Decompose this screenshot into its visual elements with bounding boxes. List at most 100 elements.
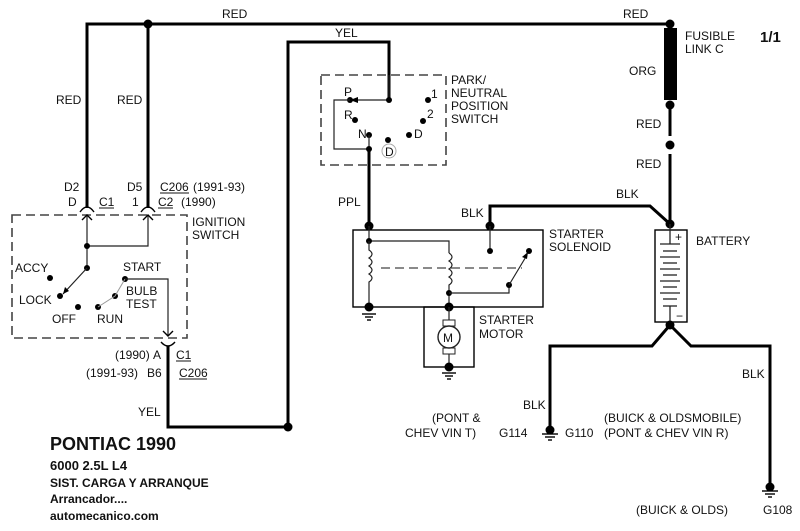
wire-label-red: RED bbox=[117, 93, 143, 107]
position-label: RUN bbox=[97, 312, 123, 326]
battery-minus-label: − bbox=[676, 309, 683, 323]
starter-motor-label: MOTOR bbox=[479, 327, 524, 341]
position-label: D bbox=[414, 127, 423, 141]
wire-label-yel: YEL bbox=[138, 405, 161, 419]
red-bus-wire bbox=[85, 19, 675, 208]
position-label: OFF bbox=[52, 312, 76, 326]
wire-label-red: RED bbox=[222, 7, 248, 21]
starter-solenoid-label: SOLENOID bbox=[549, 240, 611, 254]
blk-ground-wire-g108 bbox=[668, 323, 772, 484]
position-label: TEST bbox=[126, 297, 157, 311]
hold-in-coil bbox=[447, 252, 453, 307]
junction-dot bbox=[386, 97, 392, 103]
pin-label: D5 bbox=[127, 180, 143, 194]
ground-label: G114 bbox=[499, 426, 528, 440]
circled-d-marker bbox=[381, 143, 397, 159]
ground-g110 bbox=[542, 425, 558, 441]
splice-dot bbox=[143, 19, 153, 29]
subsystem-label: Arrancador.... bbox=[50, 492, 127, 506]
years-label: (1991-93) bbox=[193, 180, 245, 194]
ground-label: G108 bbox=[763, 503, 793, 517]
pin-label: 1 bbox=[132, 195, 139, 209]
source-label: automecanico.com bbox=[50, 509, 159, 523]
position-label: P bbox=[344, 85, 352, 99]
connector-dot bbox=[665, 140, 675, 150]
fusible-link-label: FUSIBLE bbox=[685, 29, 735, 43]
junction-dot bbox=[84, 243, 90, 249]
years-label: (1990) bbox=[115, 348, 150, 362]
wire-label-blk: BLK bbox=[742, 367, 765, 381]
fusible-link-label: LINK C bbox=[685, 42, 724, 56]
position-label: LOCK bbox=[19, 293, 52, 307]
connector-label: C2 bbox=[158, 195, 174, 209]
pull-in-coil bbox=[367, 241, 373, 307]
connector-c1-top bbox=[79, 206, 95, 221]
years-label: (1990) bbox=[181, 195, 216, 209]
ignition-switch-label: IGNITION bbox=[192, 215, 245, 229]
ground-label: G110 bbox=[565, 426, 594, 440]
ground-note: CHEV VIN T) bbox=[405, 426, 476, 440]
position-label: D bbox=[385, 145, 394, 159]
position-1-dot bbox=[425, 97, 431, 103]
page-number: 1/1 bbox=[760, 29, 781, 46]
wire-label-red: RED bbox=[56, 93, 82, 107]
blk-ground-wire-g110 bbox=[548, 324, 672, 428]
connector-label: C1 bbox=[99, 195, 115, 209]
position-label: START bbox=[123, 260, 162, 274]
diagram-title: PONTIAC 1990 bbox=[50, 434, 176, 454]
position-label: 1 bbox=[431, 87, 438, 101]
position-accy-dot bbox=[47, 275, 53, 281]
position-label: ACCY bbox=[15, 261, 48, 275]
wire-label-yel: YEL bbox=[335, 26, 358, 40]
ground-symbol bbox=[442, 372, 456, 380]
solenoid-contact-dot bbox=[487, 248, 493, 254]
position-r-dot bbox=[352, 117, 358, 123]
battery-plus-label: + bbox=[675, 230, 682, 244]
pin-label: D2 bbox=[64, 180, 80, 194]
connector-label: C1 bbox=[176, 348, 192, 362]
wire-label-ppl: PPL bbox=[338, 195, 361, 209]
ground-g108 bbox=[762, 482, 778, 498]
engine-label: 6000 2.5L L4 bbox=[50, 458, 128, 473]
starter-motor-label: STARTER bbox=[479, 313, 534, 327]
pnp-switch-box bbox=[320, 74, 447, 166]
ground-note: (PONT & bbox=[432, 411, 480, 425]
position-label: BULB bbox=[126, 284, 157, 298]
pin-label: A bbox=[153, 348, 161, 362]
position-label: R bbox=[344, 108, 353, 122]
position-label: 2 bbox=[427, 107, 434, 121]
position-d-circled-dot bbox=[385, 137, 391, 143]
position-label: N bbox=[358, 127, 367, 141]
wire-label-red: RED bbox=[623, 7, 649, 21]
yel-wire bbox=[166, 40, 391, 429]
wire-label-org: ORG bbox=[629, 64, 656, 78]
ground-note: (BUICK & OLDSMOBILE) bbox=[604, 411, 741, 425]
position-lock-dot bbox=[57, 293, 63, 299]
wire-label-blk: BLK bbox=[616, 187, 639, 201]
blk-battery-cable bbox=[488, 204, 672, 226]
pin-label: D bbox=[68, 195, 77, 209]
pnp-switch-label: PARK/ bbox=[451, 73, 487, 87]
pnp-switch-label: SWITCH bbox=[451, 112, 498, 126]
starter-solenoid-label: STARTER bbox=[549, 227, 604, 241]
pnp-switch-label: POSITION bbox=[451, 99, 508, 113]
ignition-switch-box bbox=[11, 214, 188, 339]
ground-note: (BUICK & OLDS) bbox=[636, 503, 728, 517]
fusible-link bbox=[664, 28, 677, 100]
battery-label: BATTERY bbox=[696, 234, 750, 248]
pin-label: B6 bbox=[147, 366, 162, 380]
splice-dot bbox=[283, 422, 293, 432]
splice-dot bbox=[665, 19, 675, 29]
position-off-dot bbox=[75, 304, 81, 310]
motor-symbol bbox=[437, 325, 461, 349]
connector-label: C206 bbox=[179, 366, 208, 380]
position-d-dot bbox=[406, 132, 412, 138]
wire-label-blk: BLK bbox=[461, 206, 484, 220]
ignition-switch-label: SWITCH bbox=[192, 228, 239, 242]
connector-label: C206 bbox=[160, 180, 189, 194]
pnp-switch-label: NEUTRAL bbox=[451, 86, 507, 100]
wire-label-blk: BLK bbox=[523, 398, 546, 412]
motor-symbol-letter: M bbox=[443, 331, 453, 345]
position-2-dot bbox=[420, 118, 426, 124]
